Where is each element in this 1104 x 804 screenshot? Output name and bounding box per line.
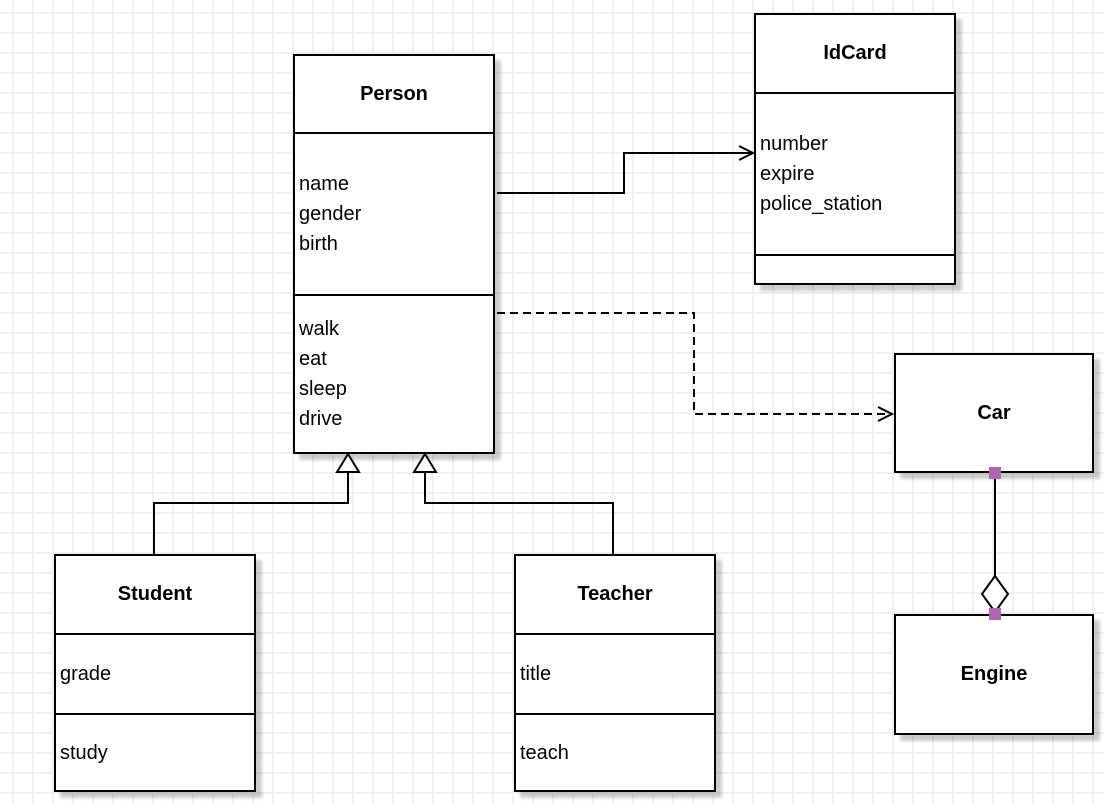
class-box-teacher[interactable]: Teacher title teach [514, 554, 716, 792]
attribute-row: gender [299, 203, 362, 225]
hollow-diamond-arrowhead [980, 574, 1010, 614]
class-title-engine: Engine [960, 663, 1028, 685]
class-title-person: Person [295, 56, 493, 134]
generalization-student-person[interactable] [153, 452, 361, 554]
class-title-student: Student [56, 556, 254, 635]
class-title-teacher: Teacher [516, 556, 714, 635]
aggregation-car-engine[interactable] [980, 467, 1010, 620]
methods-section-idcard [756, 256, 954, 283]
class-title-idcard: IdCard [756, 15, 954, 94]
class-box-student[interactable]: Student grade study [54, 554, 256, 792]
dependency-line[interactable] [497, 312, 892, 414]
methods-section-person: walk eat sleep drive [295, 296, 493, 452]
class-title-car: Car [977, 401, 1011, 424]
dependency-person-car[interactable] [497, 312, 892, 414]
attribute-row: grade [60, 663, 112, 685]
attribute-row: birth [299, 233, 338, 255]
method-row: teach [520, 741, 569, 764]
attribute-row: number [760, 133, 828, 155]
hollow-triangle-arrowhead [412, 452, 438, 473]
attributes-section-idcard: number expire police_station [756, 94, 954, 256]
method-row: drive [299, 408, 343, 430]
attribute-row: title [520, 663, 552, 685]
generalization-line[interactable] [153, 472, 349, 554]
attributes-section-person: name gender birth [295, 134, 493, 296]
association-line[interactable] [497, 153, 753, 194]
class-box-idcard[interactable]: IdCard number expire police_station [754, 13, 956, 285]
attributes-section-teacher: title [516, 635, 714, 715]
method-row: sleep [299, 378, 347, 400]
methods-section-teacher: teach [516, 715, 714, 790]
attribute-row: police_station [760, 193, 883, 215]
generalization-line[interactable] [424, 472, 614, 554]
attribute-row: expire [760, 163, 815, 185]
hollow-triangle-arrowhead [335, 452, 361, 473]
method-row: walk [299, 318, 340, 340]
class-box-person[interactable]: Person name gender birth walk eat sleep … [293, 54, 495, 454]
class-box-engine[interactable]: Engine [894, 614, 1094, 735]
attribute-row: name [299, 173, 350, 195]
method-row: study [60, 741, 108, 764]
attributes-section-student: grade [56, 635, 254, 715]
class-box-car[interactable]: Car [894, 353, 1094, 473]
association-person-idcard[interactable] [497, 153, 753, 194]
generalization-teacher-person[interactable] [412, 452, 614, 554]
methods-section-student: study [56, 715, 254, 790]
method-row: eat [299, 348, 327, 370]
